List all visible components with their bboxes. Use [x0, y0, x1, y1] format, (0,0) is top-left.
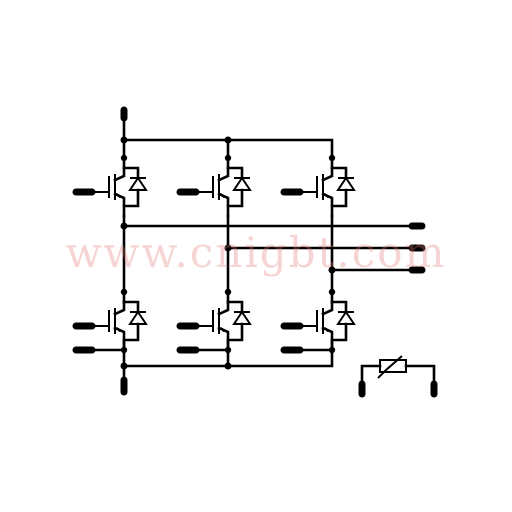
igbt-lower-v: [176, 288, 252, 352]
igbt-lower-w: [280, 288, 356, 352]
igbt-upper-w: [280, 154, 356, 218]
phase-w-output: [328, 214, 426, 294]
lower-emitter-sense-terminals: [72, 346, 336, 354]
igbt-upper-v: [176, 154, 252, 218]
phase-v-output: [224, 214, 426, 294]
igbt-lower-u: [72, 288, 148, 352]
thermistor-icon: [358, 355, 438, 398]
phase-u-output: [120, 214, 426, 294]
igbt-upper-u: [72, 154, 148, 218]
dc-positive-rail: [120, 106, 334, 162]
